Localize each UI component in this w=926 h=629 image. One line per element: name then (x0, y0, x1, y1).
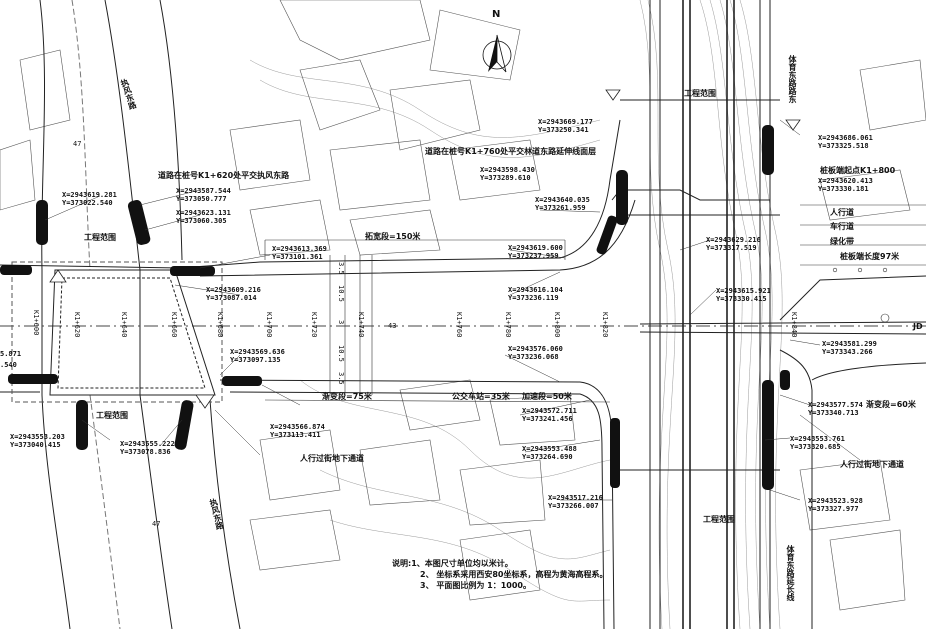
k1760-title: 道路在桩号K1+760处平交林道东路延伸线面层 (425, 147, 597, 156)
coord-partial: 5.871 (0, 350, 22, 358)
station-label: K1+820 (601, 312, 609, 338)
building-parcels (0, 0, 926, 611)
dim-value: 10.5 (337, 285, 345, 302)
dim-value: 3.5 (337, 372, 345, 385)
gradual-right-label: 渐变段=60米 (866, 400, 916, 409)
k1620-title: 道路在桩号K1+620处平交执风东路 (158, 171, 290, 180)
intersection-work-area (11, 261, 223, 403)
road-name-right-top: 体育东路路东 (788, 55, 797, 103)
right-corridor (611, 0, 780, 629)
bus-stop-label: 公交车站=35米 (452, 392, 510, 401)
station-label: K1+760 (455, 312, 463, 338)
accel-label: 加速段=50米 (522, 392, 572, 401)
note-line: 3、 平面图比例为 1：1000。 (420, 581, 531, 590)
gradual-left-label: 渐变段=75米 (322, 392, 372, 401)
dim-value: 10.5 (337, 345, 345, 362)
dim-lines (264, 239, 611, 403)
station-label: K1+740 (357, 312, 365, 338)
station-label: K1+640 (120, 312, 128, 338)
widening-label: 拓宽段=150米 (365, 232, 421, 241)
station-label: K1+620 (73, 312, 81, 338)
station-label: K1+720 (310, 312, 318, 338)
station-label: K1+600 (32, 310, 40, 336)
sidewalk-label: 人行道 (830, 208, 854, 217)
dim-value: 47 (73, 140, 82, 148)
carriageway-label: 车行道 (830, 222, 854, 231)
jd-label: JD (913, 322, 923, 331)
north-label: N (492, 9, 501, 20)
cross-section-legend (800, 204, 926, 323)
work-range-label: 工程范围 (96, 411, 128, 420)
drawing-notes: 说明:1、本图尺寸单位均以米计。 2、 坐标系采用西安80坐标系，高程为黄海高程… (392, 558, 607, 591)
sidewalk-length-label: 桩板端长度97米 (840, 252, 900, 261)
dim-value: 3 (337, 320, 345, 325)
north-arrow-icon (482, 34, 512, 73)
station-label: K1+780 (504, 312, 512, 338)
station-label: K1+800 (553, 312, 561, 338)
dim-value: 3.5 (337, 262, 345, 275)
leader-lines (44, 119, 861, 501)
station-label: K1+660 (170, 312, 178, 338)
k1800-label: 桩板端起点K1+800 (820, 166, 896, 175)
underpass-right-label: 人行过街地下通道 (840, 460, 904, 469)
station-label: K1+680 (216, 312, 224, 338)
underpass-left-label: 人行过街地下通道 (300, 454, 364, 463)
coord-partial: .540 (0, 361, 17, 369)
station-label: K1+840 (790, 312, 798, 338)
green-belt-label: 绿化带 (830, 237, 854, 246)
work-range-label: 工程范围 (684, 89, 716, 98)
work-range-label: 工程范围 (703, 515, 735, 524)
note-line: 2、 坐标系采用西安80坐标系，高程为黄海高程系。 (420, 570, 608, 579)
station-label: K1+700 (265, 312, 273, 338)
direction-arrows (49, 89, 801, 409)
dim-value: 43 (388, 322, 397, 330)
road-name-right-bottom: 体育东路延长线 (786, 545, 795, 601)
work-range-label: 工程范围 (84, 233, 116, 242)
curb-blocks (0, 125, 790, 490)
dim-value: 47 (152, 520, 161, 528)
note-line: 说明:1、本图尺寸单位均以米计。 (392, 559, 513, 568)
